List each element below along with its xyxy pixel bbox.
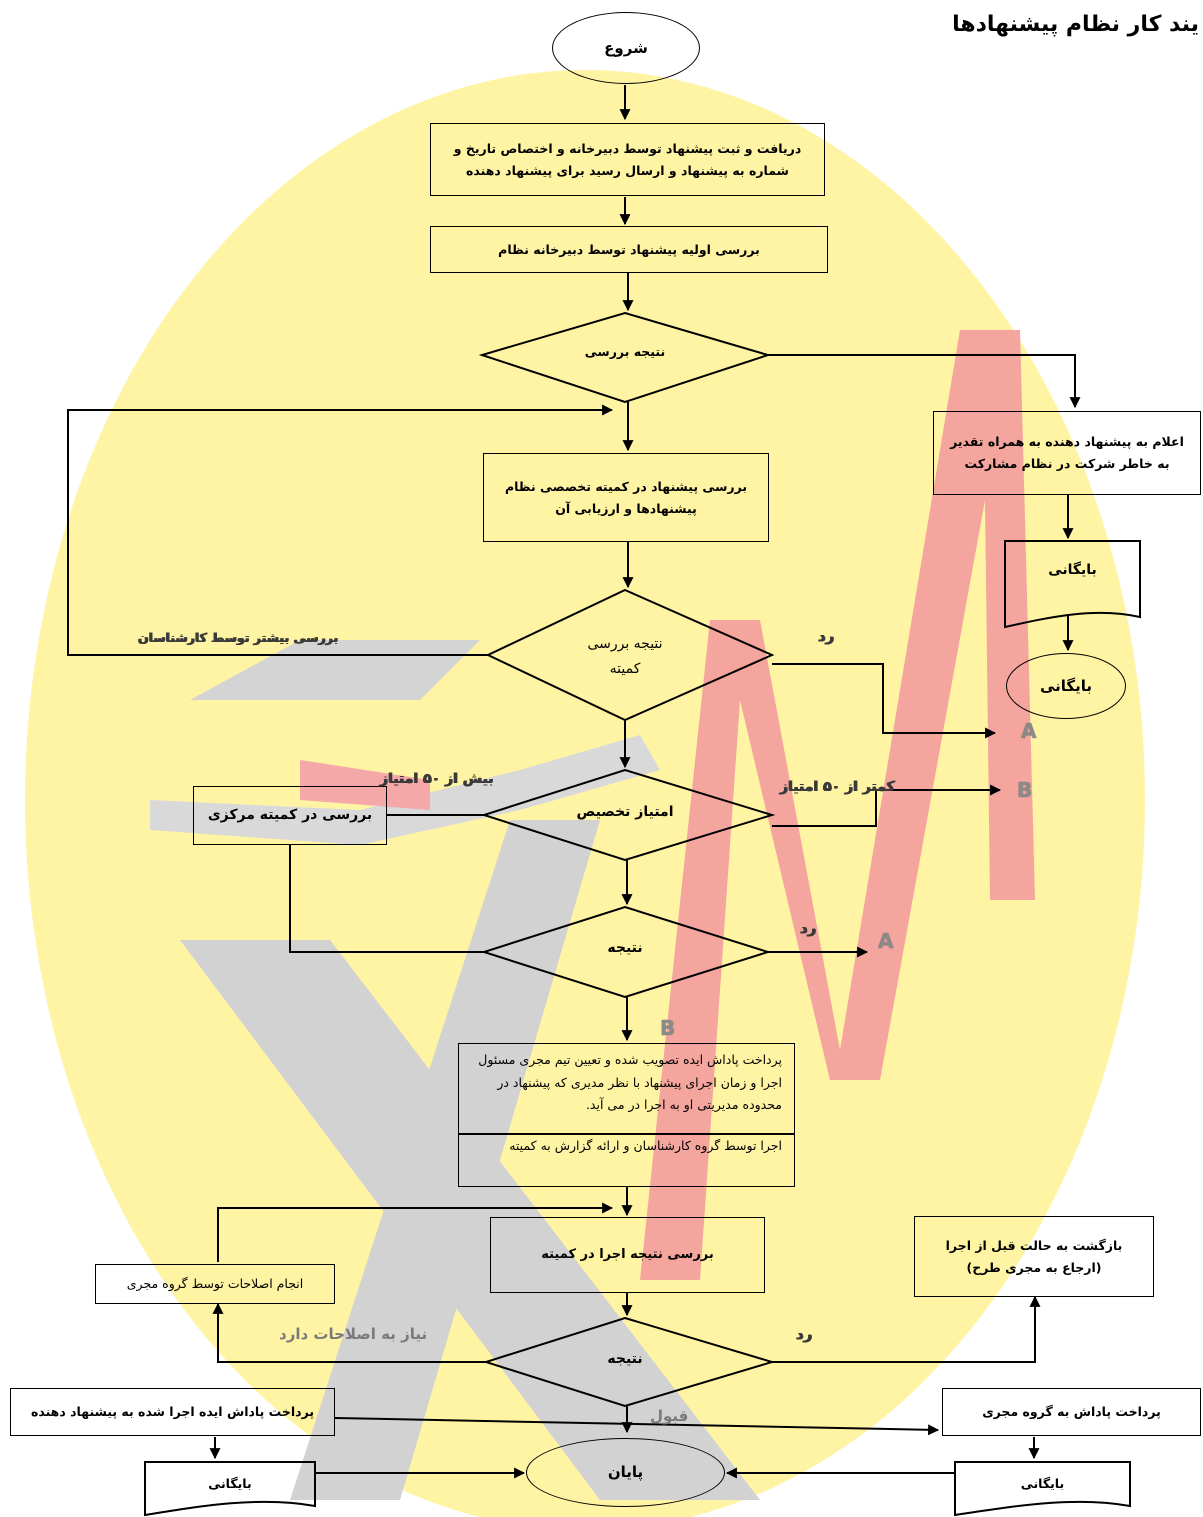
receive-box: دریافت و ثبت پیشنهاد توسط دبیرخانه و اخت… xyxy=(430,123,825,196)
page-title: یند کار نظام پیشنهادها xyxy=(952,12,1199,37)
end-node: پایان xyxy=(526,1438,725,1507)
pay-proposer-box: پرداخت پاداش ایده اجرا شده به پیشنهاد ده… xyxy=(10,1388,335,1436)
reward-text: پرداخت پاداش ایده تصویب شده و تعیین تیم … xyxy=(478,1052,782,1112)
start-node: شروع xyxy=(552,12,700,84)
committee-review-box: بررسی پیشنهاد در کمیته تخصصی نظام پیشنها… xyxy=(483,453,769,542)
corrections-box: انجام اصلاحات توسط گروه مجری xyxy=(95,1264,335,1304)
archive-terminal: بایگانی xyxy=(1006,653,1126,719)
connector-b-2: B xyxy=(660,1016,676,1040)
archive-document-right: بایگانی xyxy=(1020,1476,1065,1491)
committee-result-decision: نتیجه بررسی کمیته xyxy=(587,636,663,677)
connector-b-1: B xyxy=(1017,778,1033,802)
archive-document-1: بایگانی xyxy=(1048,562,1097,578)
more-experts-label: بررسی بیشتر توسط کارشناسان xyxy=(138,630,339,645)
notify-box: اعلام به پیشنهاد دهنده به همراه تقدیر به… xyxy=(933,411,1201,495)
revert-box: بازگشت به حالت قبل از اجرا (ارجاع به مجر… xyxy=(914,1216,1154,1297)
result-decision: نتیجه xyxy=(607,940,643,956)
implement-text: اجرا توسط گروه کارشناسان و ارائه گزارش ب… xyxy=(509,1138,782,1153)
connector-a-2: A xyxy=(878,929,894,953)
reward-box xyxy=(458,1043,795,1187)
reject-label-1: رد xyxy=(818,627,835,645)
initial-review-box: بررسی اولیه پیشنهاد توسط دبیرخانه نظام xyxy=(430,226,828,273)
over-50-label: بیش از ۵۰ امتیاز xyxy=(380,771,494,787)
under-50-label: کمتر از ۵۰ امتیاز xyxy=(780,779,895,795)
needs-corrections-label: نیاز به اصلاحات دارد xyxy=(279,1325,428,1343)
connector-a-1: A xyxy=(1021,719,1037,743)
exec-review-box: بررسی نتیجه اجرا در کمیته xyxy=(490,1217,765,1293)
review-result-decision: نتیجه بررسی xyxy=(584,344,666,359)
reject-label-2: رد xyxy=(800,919,817,937)
reject-label-3: رد xyxy=(796,1325,813,1343)
accept-label: قبول xyxy=(650,1407,689,1425)
archive-document-left: بایگانی xyxy=(208,1476,252,1491)
pay-team-box: پرداخت پاداش به گروه مجری xyxy=(942,1388,1201,1436)
final-result-decision: نتیجه xyxy=(607,1351,643,1367)
central-review-box: بررسی در کمیته مرکزی xyxy=(193,786,387,845)
score-decision: امتیاز تخصیص xyxy=(576,804,674,820)
